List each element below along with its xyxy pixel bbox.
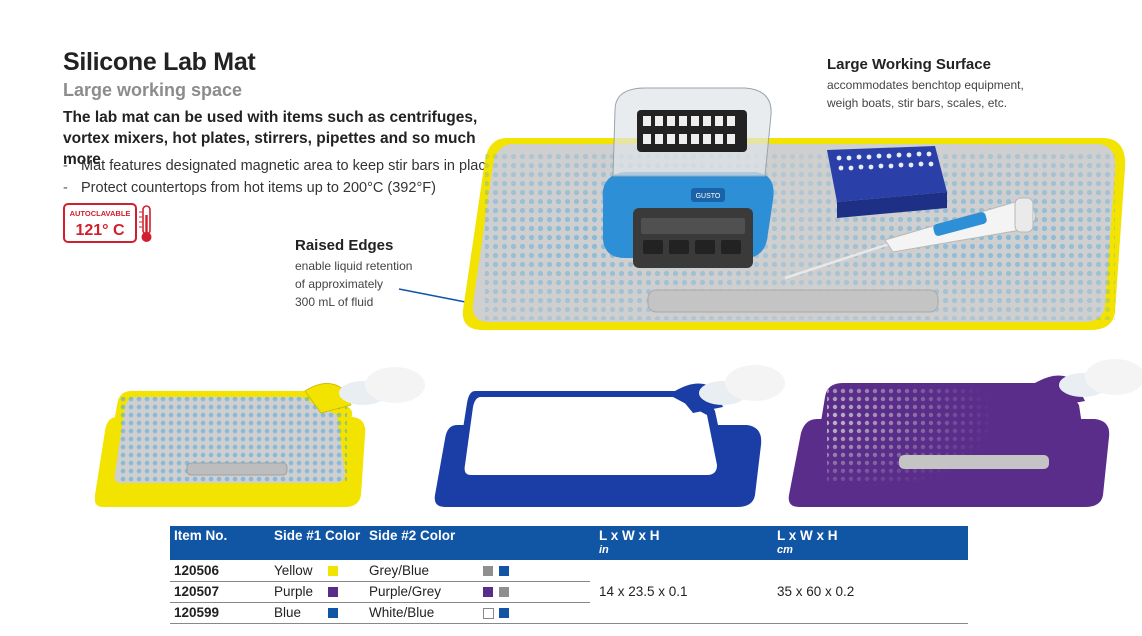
color-swatch	[328, 587, 338, 597]
hero-mat-illustration: GUSTO	[462, 87, 1126, 330]
color-swatch	[328, 608, 338, 618]
color-swatch	[483, 566, 493, 576]
raised-edges-callout: Raised Edges enable liquid retention of …	[295, 237, 412, 311]
item-number: 120507	[174, 584, 220, 599]
mat-color-variants	[95, 359, 1142, 507]
table-header: Item No. Side #1 Color Side #2 Color L x…	[170, 526, 968, 560]
color-swatch	[328, 566, 338, 576]
callout-description: enable liquid retention of approximately…	[295, 259, 413, 309]
header-unit-cm: cm	[777, 544, 793, 556]
color-swatch	[499, 608, 509, 618]
thermometer-icon	[139, 205, 152, 242]
table-row: 120507 Purple Purple/Grey 14 x 23.5 x 0.…	[170, 581, 968, 602]
dimensions-cm: 35 x 60 x 0.2	[777, 584, 855, 599]
feature-text: Mat features designated magnetic area to…	[81, 158, 494, 174]
feature-text: Protect countertops from hot items up to…	[81, 180, 436, 196]
header-dims-cm: L x W x H	[777, 528, 838, 543]
callout-description: accommodates benchtop equipment, weigh b…	[827, 78, 1024, 110]
feature-item: -Mat features designated magnetic area t…	[63, 155, 494, 177]
side1-color: Purple	[274, 584, 314, 599]
color-swatch	[499, 587, 509, 597]
bullet-dash: -	[63, 180, 68, 196]
tube-rack	[827, 146, 947, 218]
color-swatch	[483, 608, 494, 619]
intro-text: The lab mat can be used with items such …	[63, 109, 478, 168]
side1-color: Blue	[274, 605, 302, 620]
side2-color: Grey/Blue	[369, 563, 430, 578]
side2-color: Purple/Grey	[369, 584, 442, 599]
item-number: 120506	[174, 563, 220, 578]
side2-color: White/Blue	[369, 605, 435, 620]
color-swatch	[483, 587, 493, 597]
large-surface-callout: Large Working Surface accommodates bench…	[827, 56, 1024, 112]
header-side2: Side #2 Color	[369, 528, 456, 543]
bullet-dash: -	[63, 158, 68, 174]
pipette	[784, 197, 1036, 280]
mat-variant-purple	[788, 359, 1142, 507]
feature-list: -Mat features designated magnetic area t…	[63, 155, 494, 199]
autoclave-badge: AUTOCLAVABLE 121° C	[63, 203, 152, 243]
page-subtitle: Large working space	[63, 80, 243, 100]
badge-label: AUTOCLAVABLE	[70, 209, 131, 218]
page-title: Silicone Lab Mat	[63, 48, 256, 76]
mat-variant-yellow	[95, 367, 425, 507]
color-swatch	[499, 566, 509, 576]
callout-title: Raised Edges	[295, 237, 394, 254]
table-row: 120599 Blue White/Blue	[170, 602, 968, 623]
header-unit-in: in	[599, 544, 609, 556]
dimensions-inches: 14 x 23.5 x 0.1	[599, 584, 688, 599]
badge-border	[63, 203, 137, 243]
mat-variant-blue	[434, 365, 785, 507]
specification-table: Item No. Side #1 Color Side #2 Color L x…	[170, 526, 968, 624]
side1-color: Yellow	[274, 563, 313, 578]
feature-item: -Protect countertops from hot items up t…	[63, 177, 494, 199]
table-bottom-rule	[170, 623, 968, 624]
row-divider	[170, 581, 590, 582]
badge-temperature: 121° C	[75, 222, 125, 239]
device-brand: GUSTO	[696, 193, 721, 200]
header-side1: Side #1 Color	[274, 528, 361, 543]
table-row: 120506 Yellow Grey/Blue	[170, 560, 968, 581]
row-divider	[170, 602, 590, 603]
header-dims-in: L x W x H	[599, 528, 660, 543]
centrifuge-device: GUSTO	[602, 87, 774, 268]
magnetic-area	[647, 289, 939, 313]
callout-title: Large Working Surface	[827, 56, 991, 73]
item-number: 120599	[174, 605, 220, 620]
header-item-no: Item No.	[174, 528, 228, 543]
